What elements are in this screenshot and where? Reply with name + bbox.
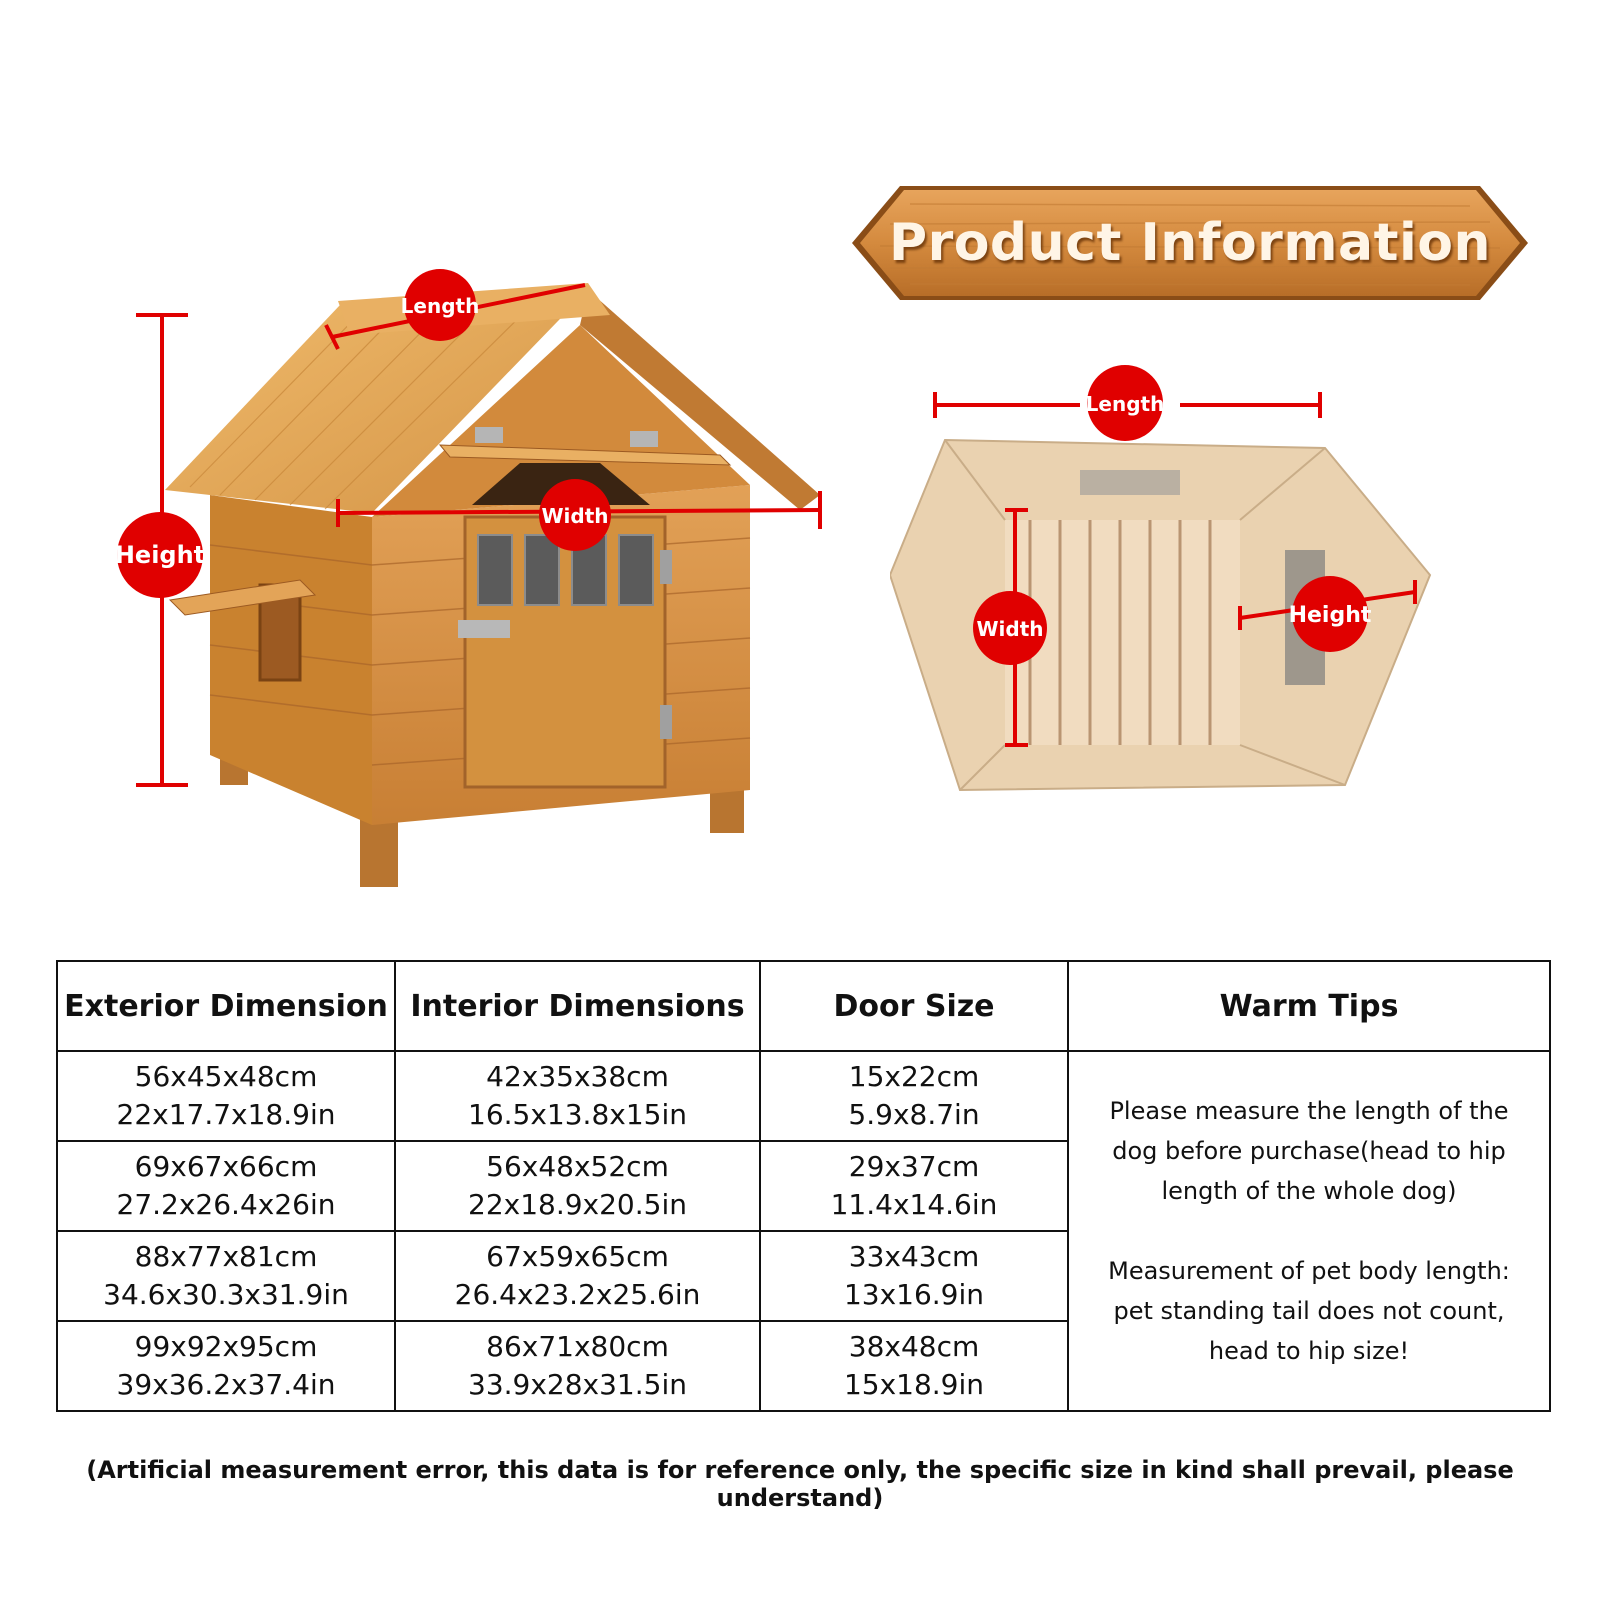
kennel-interior-image: Length Width Height [888, 360, 1480, 860]
interior-in: 33.9x28x31.5in [468, 1368, 687, 1401]
interior-cell: 86x71x80cm 33.9x28x31.5in [394, 1320, 761, 1412]
door-cm: 38x48cm [848, 1330, 980, 1363]
table-row: 88x77x81cm 34.6x30.3x31.9in 67x59x65cm 2… [56, 1230, 1550, 1322]
front-awning [438, 444, 732, 466]
door-cell: 33x43cm 13x16.9in [759, 1230, 1069, 1322]
header-exterior-dimension: Exterior Dimension [56, 960, 396, 1052]
height-label: Height [115, 541, 205, 569]
interior-in: 26.4x23.2x25.6in [454, 1278, 701, 1311]
door-cell: 29x37cm 11.4x14.6in [759, 1140, 1069, 1232]
size-specification-table: Exterior Dimension Interior Dimensions D… [56, 960, 1551, 1412]
height-marker: Height [115, 512, 205, 598]
kennel-roof-right [580, 290, 820, 510]
interior-width-marker: Width [973, 591, 1047, 665]
table-row: 99x92x95cm 39x36.2x37.4in 86x71x80cm 33.… [56, 1320, 1550, 1412]
width-label: Width [541, 504, 608, 528]
side-awning [168, 579, 317, 616]
exterior-in: 39x36.2x37.4in [116, 1368, 336, 1401]
interior-length-marker: Length [1086, 365, 1165, 441]
door-hinge [660, 705, 672, 739]
exterior-in: 22x17.7x18.9in [116, 1098, 336, 1131]
door-vent [618, 534, 654, 606]
interior-in: 22x18.9x20.5in [468, 1188, 687, 1221]
warm-tip-2: Measurement of pet body length: pet stan… [1108, 1257, 1510, 1365]
door-vent [477, 534, 513, 606]
kennel-exterior-image: Height Length Width [110, 255, 855, 915]
table-row: 69x67x66cm 27.2x26.4x26in 56x48x52cm 22x… [56, 1140, 1550, 1232]
top-vent [1080, 470, 1180, 495]
exterior-cm: 99x92x95cm [134, 1330, 318, 1363]
exterior-cm: 88x77x81cm [134, 1240, 318, 1273]
door-cm: 29x37cm [848, 1150, 980, 1183]
interior-height-marker: Height [1289, 576, 1372, 652]
door-in: 13x16.9in [843, 1278, 985, 1311]
door-latch [458, 620, 510, 638]
interior-cm: 56x48x52cm [486, 1150, 669, 1183]
kennel-roof-left [165, 290, 588, 513]
interior-width-label: Width [976, 617, 1043, 641]
hinge [475, 427, 503, 443]
banner-title: Product Information [888, 213, 1492, 273]
interior-cm: 67x59x65cm [486, 1240, 669, 1273]
door-cell: 15x22cm 5.9x8.7in [759, 1050, 1069, 1142]
header-interior-dimensions: Interior Dimensions [394, 960, 761, 1052]
interior-cm: 86x71x80cm [486, 1330, 669, 1363]
door-hinge [660, 550, 672, 584]
door-vent [524, 534, 560, 606]
interior-in: 16.5x13.8x15in [468, 1098, 687, 1131]
exterior-cell: 69x67x66cm 27.2x26.4x26in [56, 1140, 396, 1232]
product-information-banner: Product Information [850, 184, 1530, 302]
interior-cell: 42x35x38cm 16.5x13.8x15in [394, 1050, 761, 1142]
table-header-row: Exterior Dimension Interior Dimensions D… [56, 960, 1551, 1052]
width-marker: Width [539, 479, 611, 551]
interior-length-label: Length [1086, 392, 1165, 416]
header-warm-tips: Warm Tips [1067, 960, 1551, 1052]
interior-height-label: Height [1289, 603, 1372, 628]
interior-cell: 67x59x65cm 26.4x23.2x25.6in [394, 1230, 761, 1322]
length-label: Length [401, 294, 480, 318]
exterior-cell: 56x45x48cm 22x17.7x18.9in [56, 1050, 396, 1142]
table-row: 56x45x48cm 22x17.7x18.9in 42x35x38cm 16.… [56, 1050, 1551, 1412]
exterior-cell: 88x77x81cm 34.6x30.3x31.9in [56, 1230, 396, 1322]
door-in: 11.4x14.6in [830, 1188, 998, 1221]
interior-cell: 56x48x52cm 22x18.9x20.5in [394, 1140, 761, 1232]
door-cm: 33x43cm [848, 1240, 980, 1273]
warm-tips-cell: Please measure the length of the dog bef… [1067, 1050, 1551, 1412]
exterior-in: 27.2x26.4x26in [116, 1188, 336, 1221]
exterior-cell: 99x92x95cm 39x36.2x37.4in [56, 1320, 396, 1412]
exterior-cm: 56x45x48cm [134, 1060, 318, 1093]
length-marker: Length [401, 269, 480, 341]
door-cm: 15x22cm [848, 1060, 980, 1093]
door-in: 5.9x8.7in [848, 1098, 980, 1131]
kennel-gable [372, 325, 750, 517]
warm-tip-1: Please measure the length of the dog bef… [1109, 1097, 1509, 1205]
header-door-size: Door Size [759, 960, 1069, 1052]
interior-cm: 42x35x38cm [486, 1060, 669, 1093]
wood-plank-sign [852, 186, 1528, 300]
door-in: 15x18.9in [843, 1368, 985, 1401]
disclaimer-text: (Artificial measurement error, this data… [86, 1456, 1514, 1512]
exterior-in: 34.6x30.3x31.9in [103, 1278, 349, 1311]
door-cell: 38x48cm 15x18.9in [759, 1320, 1069, 1412]
hinge [630, 431, 658, 447]
kennel-leg [360, 815, 398, 887]
exterior-cm: 69x67x66cm [134, 1150, 318, 1183]
